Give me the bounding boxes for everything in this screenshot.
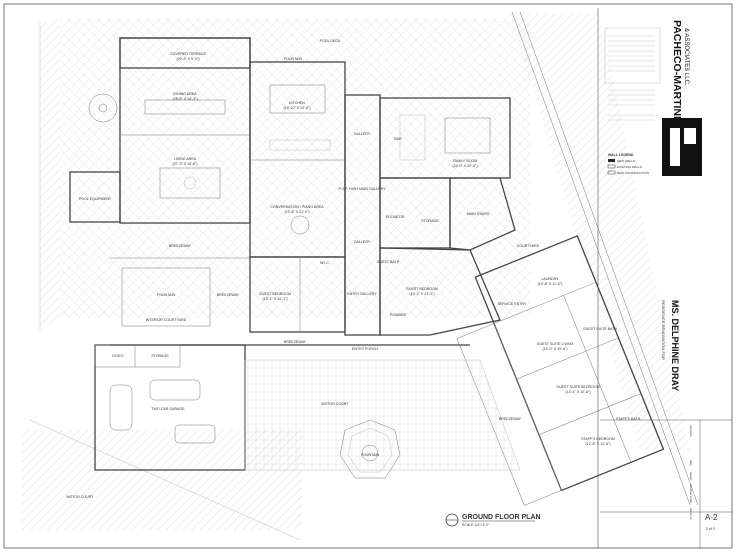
label-laundry-dim: (10'-8" X 11'-0")	[538, 282, 563, 286]
info-label-1: date	[689, 460, 693, 466]
label-guest-suite-living-dim: (14'-0" X 15'-6")	[542, 347, 567, 351]
title-block: PACHECO-MARTINEZ & ASSOCIATES LLC. WALL …	[597, 8, 732, 548]
sheet-border	[3, 3, 733, 549]
firm-name: PACHECO-MARTINEZ	[671, 20, 683, 130]
sheet-number: A-2	[705, 513, 718, 522]
label-guest-suite-bedroom: GUEST SUITE BEDROOM	[556, 385, 599, 389]
label-entry-porch: ENTRY PORCH	[352, 347, 378, 351]
label-fountain-court: FOUNTAIN	[361, 453, 380, 457]
label-wic: W.I.C.	[320, 261, 330, 265]
legend-item-0: NEW WALLS	[617, 159, 635, 163]
label-elevator: ELEVATOR	[386, 215, 405, 219]
label-dogs: DOG'S	[112, 354, 124, 358]
info-label-3: checked	[689, 484, 693, 496]
label-family-room-dim: (24'-0" X 22'-0")	[452, 164, 477, 168]
label-gallery-2: GALLERY	[354, 240, 371, 244]
legend-title: WALL LEGEND	[608, 153, 634, 157]
label-staff-bath: STAFF'S BATH	[616, 417, 641, 421]
label-pool-deck: POOL DECK	[320, 39, 341, 43]
label-motor-court-bl: MOTOR COURT	[66, 495, 94, 499]
sheet-of: 2 of 3	[706, 527, 715, 531]
label-family-room: FAMILY ROOM	[453, 159, 478, 163]
label-conversation: CONVERSATION / PIANO AREA	[270, 205, 324, 209]
label-kitchen: KITCHEN	[289, 101, 305, 105]
label-guest-suite-living: GUEST SUITE LIVING	[537, 342, 574, 346]
firm-sub: & ASSOCIATES LLC.	[683, 28, 689, 86]
label-laundry: LAUNDRY	[541, 277, 559, 281]
label-kitchen-dim: (19'-10" X 20'-0")	[283, 106, 310, 110]
label-covered-terrace: COVERED TERRACE	[170, 52, 206, 56]
label-service-entry: SERVICE ENTRY	[498, 302, 527, 306]
label-entry-gallery: ENTRY GALLERY	[347, 292, 377, 296]
legend-item-2: NEW CONSTRUCTION	[617, 171, 649, 175]
label-living: LIVING AREA	[174, 157, 197, 161]
furniture	[109, 84, 491, 444]
label-covered-terrace-dim: (29'-6" X 9'-0")	[176, 57, 199, 61]
firm-logo	[662, 118, 702, 176]
label-powder: POWDER	[390, 313, 407, 317]
label-fountain-mid: FOUNTAIN	[157, 293, 176, 297]
property-lines	[29, 11, 699, 541]
label-main-stairs: MAIN STAIRS	[467, 212, 490, 216]
label-guest-bedroom: GUEST BEDROOM	[259, 292, 291, 296]
label-two-car-garage: TWO CAR GARAGE	[151, 407, 185, 411]
label-interior-courtyard: INTERIOR COURTYARD	[146, 318, 187, 322]
label-storage-garage: STORAGE	[151, 354, 169, 358]
label-guest-bedroom-2-dim: (13'-2" X 13'-2")	[409, 292, 434, 296]
label-main-gallery: P.O.F. HIGH MAIN GALLERY	[339, 187, 387, 191]
label-conversation-dim: (19'-8" X 21'-0")	[284, 210, 309, 214]
project-prefix: RESIDENCE RENOVATION FOR	[661, 300, 666, 360]
label-pool-equipment: POOL EQUIPMENT	[79, 197, 112, 201]
label-dining: DINING AREA	[173, 92, 197, 96]
wall-legend: WALL LEGEND NEW WALLS EXISTING WALLS NEW…	[607, 153, 649, 175]
label-breezeway-1: BREEZEWAY	[169, 244, 192, 248]
label-storage: STORAGE	[421, 219, 439, 223]
label-courtyard: COURTYARD	[517, 244, 540, 248]
project-name: MS. DELPHINE DRAY	[670, 300, 680, 391]
drawing-title-text: GROUND FLOOR PLAN	[462, 514, 541, 521]
info-label-0: revisions	[689, 425, 693, 437]
motor-court	[244, 359, 521, 479]
info-label-2: drawn	[689, 472, 693, 481]
label-living-dim: (27'-3" X 16'-6")	[172, 162, 197, 166]
label-guest-bath: GUEST BATH	[377, 260, 400, 264]
sheet-info: revisions date drawn checked scale sheet…	[600, 419, 732, 548]
label-dining-dim: (28'-6" X 14'-3")	[172, 97, 197, 101]
label-guest-bedroom-dim: (13'-1" X 14'-1")	[262, 297, 287, 301]
label-guest-bedroom-2: GUEST BEDROOM	[406, 287, 438, 291]
label-breezeway-2: BREEZEWAY	[217, 293, 240, 297]
label-guest-suite-bedroom-dim: (13'-4" X 14'-6")	[565, 390, 590, 394]
info-label-4: scale	[689, 496, 693, 503]
drawing-title: GROUND FLOOR PLAN SCALE 1/4"=1'-0"	[445, 513, 541, 527]
label-fountain-top: FOUNTAIN	[284, 57, 303, 61]
label-bar: BAR	[394, 137, 402, 141]
room-labels: POOL DECK COVERED TERRACE (29'-6" X 9'-0…	[66, 39, 640, 499]
label-gallery: GALLERY	[354, 132, 371, 136]
label-guest-suite-bath: GUEST SUITE BATH	[583, 327, 618, 331]
label-breezeway-3: BREEZEWAY	[284, 340, 307, 344]
legend-item-1: EXISTING WALLS	[617, 165, 642, 169]
info-label-5: sheet no.	[689, 508, 693, 521]
label-breezeway-4: BREEZEWAY	[499, 417, 522, 421]
drawing-scale: SCALE 1/4"=1'-0"	[462, 523, 490, 527]
label-motor-court: MOTOR COURT	[321, 402, 349, 406]
